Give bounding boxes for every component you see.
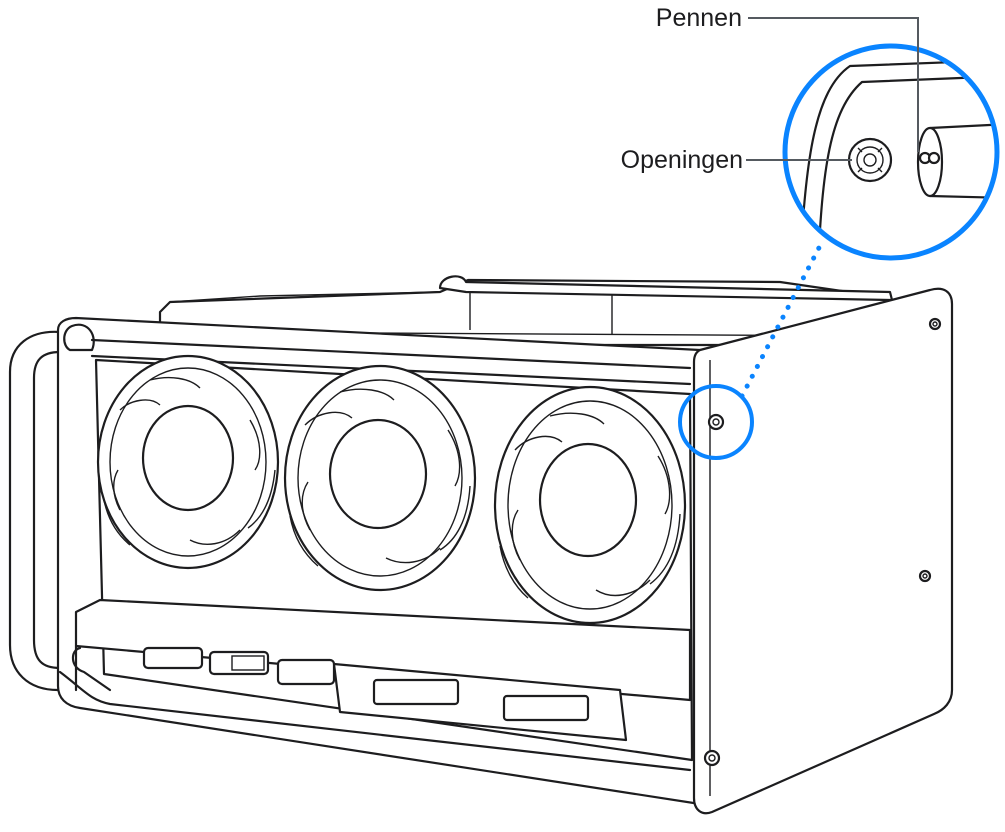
left-handle <box>8 330 62 692</box>
side-panel <box>692 287 954 815</box>
fan-right <box>493 385 687 625</box>
fan-module <box>8 275 954 815</box>
screws <box>703 317 942 767</box>
fan-left <box>96 354 280 570</box>
callout-pins: Pennen <box>655 4 742 32</box>
leader-pennen <box>748 17 919 152</box>
zoom-connector <box>739 239 825 399</box>
mounting-hole-highlight <box>678 384 754 460</box>
ports <box>142 646 628 742</box>
callout-openings: Openingen <box>620 146 743 174</box>
zoom-inset <box>782 43 1000 261</box>
magnifier-ring <box>782 43 1000 261</box>
fan-middle <box>283 364 477 592</box>
lower-tray <box>74 598 692 702</box>
